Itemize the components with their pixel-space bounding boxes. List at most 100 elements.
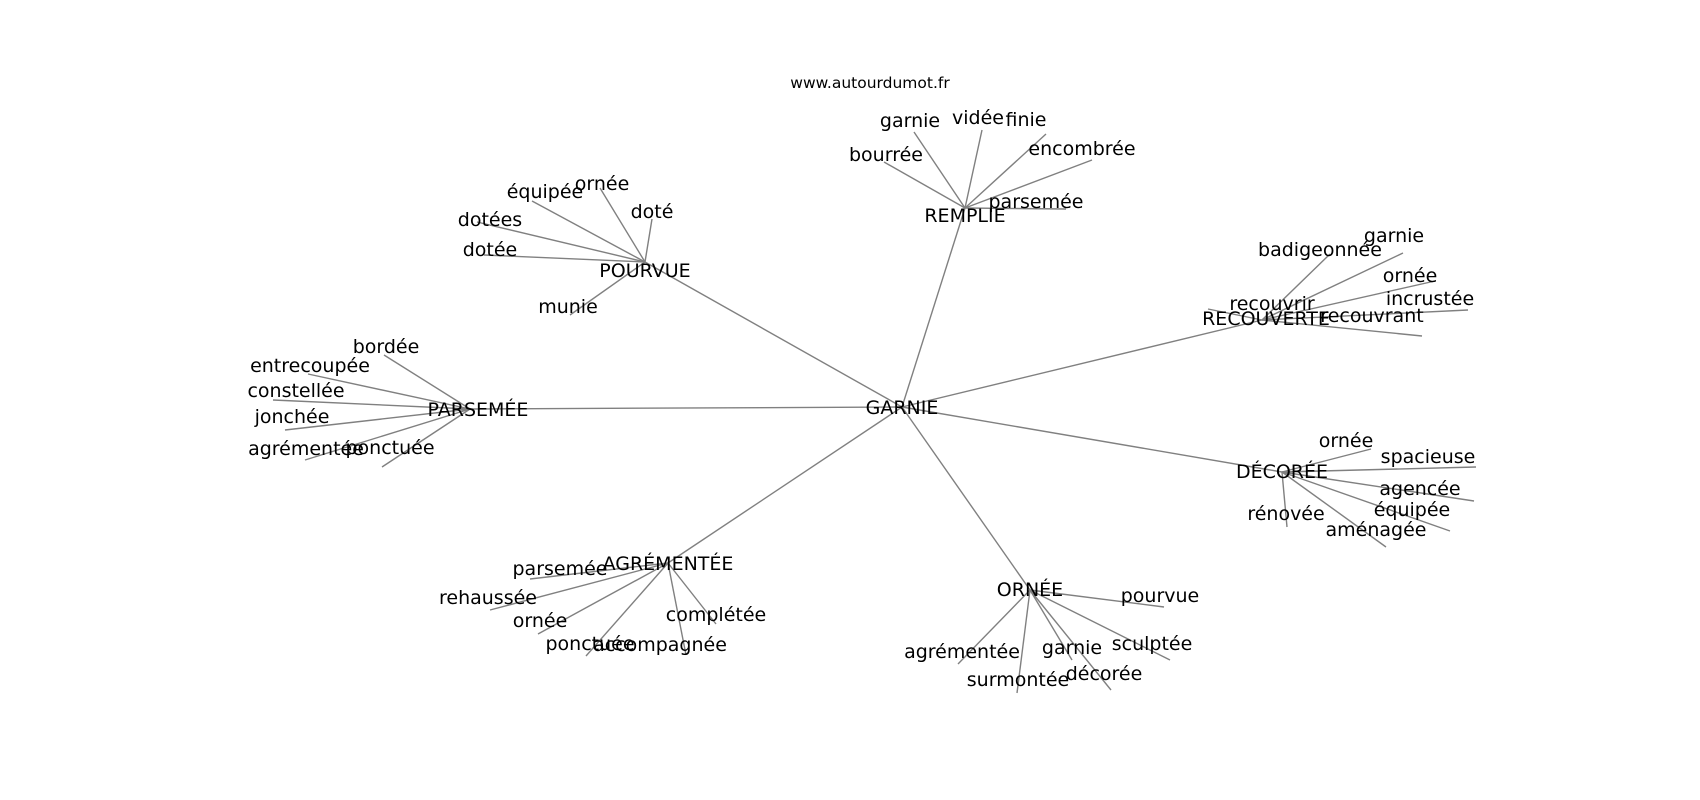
- edge-recouverte-ornee: [1261, 280, 1436, 321]
- leaf-node-pourvue-dote: doté: [631, 201, 674, 223]
- edge-ornee-surmontee: [1016, 589, 1031, 694]
- edge-ornee-pourvue: [1029, 589, 1165, 608]
- edge-decoree: [901, 406, 1283, 473]
- cluster-node-recouverte: RECOUVERTE: [1202, 308, 1330, 330]
- leaf-node-recouverte-garnie: garnie: [1364, 225, 1424, 247]
- leaf-node-remplie-finie: finie: [1006, 109, 1047, 131]
- leaf-node-agrementee-ponctuee: ponctuée: [545, 633, 634, 655]
- cluster-node-ornee: ORNÉE: [997, 578, 1063, 601]
- leaf-node-ornee-sculptee: sculptée: [1112, 633, 1193, 655]
- cluster-node-decoree: DÉCORÉE: [1236, 460, 1328, 483]
- leaf-node-ornee-agrementee: agrémentée: [904, 641, 1020, 663]
- leaf-node-remplie-garnie: garnie: [880, 110, 940, 132]
- edge-parsemee-agrementee: [304, 408, 471, 461]
- edge-pourvue-dotee: [483, 254, 646, 263]
- edge-ornee-sculptee: [1029, 589, 1171, 661]
- edge-recouverte-incrustee: [1261, 309, 1469, 321]
- edge-decoree-equipee: [1281, 471, 1451, 532]
- leaf-node-parsemee-jonchee: jonchée: [254, 406, 330, 428]
- edge-remplie: [901, 207, 966, 408]
- edge-recouverte-recouvrir: [1207, 308, 1263, 321]
- edge-remplie-bourree: [883, 161, 966, 209]
- edge-remplie-finie: [964, 133, 1047, 209]
- leaf-node-parsemee-constellee: constellée: [247, 380, 344, 402]
- leaf-node-agrementee-ornee: ornée: [513, 610, 568, 632]
- leaf-node-agrementee-completee: complétée: [666, 604, 766, 626]
- edge-recouverte-garnie: [1261, 252, 1404, 321]
- leaf-node-decoree-ornee: ornée: [1319, 430, 1374, 452]
- leaf-node-remplie-encombree: encombrée: [1028, 138, 1135, 160]
- leaf-node-recouverte-recouvrir: recouvrir: [1229, 293, 1315, 315]
- leaf-node-parsemee-agrementee: agrémentée: [248, 438, 364, 460]
- leaf-node-decoree-agencee: agencée: [1379, 478, 1460, 500]
- edge-agrementee-ornee: [537, 562, 669, 635]
- leaf-node-remplie-parsemee: parsemée: [989, 191, 1084, 213]
- edge-decoree-renovee: [1281, 471, 1288, 528]
- edge-agrementee-accompagnee: [667, 562, 687, 656]
- leaf-node-pourvue-dotee: dotée: [463, 239, 518, 261]
- edge-recouverte-recouvrant: [1261, 319, 1423, 337]
- edge-parsemee-jonchee: [284, 408, 471, 431]
- edge-pourvue-ornee: [599, 187, 646, 263]
- cluster-node-pourvue: POURVUE: [599, 260, 690, 282]
- edge-ornee-decoree: [1029, 589, 1112, 691]
- edge-agrementee: [667, 406, 903, 564]
- edge-decoree-amenagee: [1281, 471, 1387, 548]
- edge-pourvue-equipee: [531, 200, 646, 263]
- edge-parsemee-entrecoupee: [307, 373, 471, 410]
- leaf-node-ornee-pourvue: pourvue: [1121, 585, 1200, 607]
- edge-pourvue-dote: [644, 218, 653, 263]
- graph-edges: [272, 129, 1477, 694]
- edge-remplie-garnie: [913, 131, 966, 209]
- edge-recouverte: [901, 319, 1263, 408]
- edge-remplie-parsemee: [964, 207, 1067, 210]
- leaf-node-decoree-renovee: rénovée: [1247, 503, 1324, 525]
- edge-decoree-agencee: [1281, 471, 1475, 502]
- edge-agrementee-parsemee: [529, 562, 669, 580]
- edge-agrementee-rehaussee: [489, 562, 669, 611]
- leaf-node-agrementee-rehaussee: rehaussée: [439, 587, 537, 609]
- edge-pourvue-dotees: [476, 221, 646, 263]
- edge-parsemee-bordee: [383, 354, 471, 410]
- leaf-node-parsemee-bordee: bordée: [353, 336, 420, 358]
- leaf-node-parsemee-entrecoupee: entrecoupée: [250, 355, 370, 377]
- edge-ornee-agrementee: [957, 589, 1031, 665]
- edge-pourvue: [644, 261, 903, 408]
- cluster-node-agrementee: AGRÉMENTÉE: [603, 552, 734, 575]
- leaf-node-parsemee-ponctuee: ponctuée: [345, 437, 434, 459]
- leaf-node-recouverte-recouvrant: recouvrant: [1320, 305, 1423, 327]
- leaf-node-ornee-surmontee: surmontée: [967, 669, 1069, 691]
- leaf-node-remplie-videe: vidée: [952, 107, 1004, 129]
- edge-decoree-ornee: [1281, 448, 1372, 473]
- edge-agrementee-ponctuee: [585, 562, 669, 657]
- leaf-node-pourvue-ornee: ornée: [575, 173, 630, 195]
- edge-remplie-videe: [964, 129, 983, 209]
- edge-parsemee-constellee: [272, 399, 471, 410]
- edge-ornee: [901, 406, 1031, 591]
- cluster-node-parsemee: PARSEMÉE: [428, 398, 529, 421]
- site-name: www.autourdumot.fr: [790, 74, 950, 92]
- edge-decoree-spacieuse: [1281, 466, 1477, 473]
- edge-pourvue-munie: [569, 261, 646, 316]
- edge-parsemee-ponctuee: [381, 408, 471, 468]
- leaf-node-agrementee-parsemee: parsemée: [513, 558, 608, 580]
- leaf-node-pourvue-munie: munie: [538, 296, 598, 318]
- edge-ornee-garnie: [1029, 589, 1073, 661]
- leaf-node-decoree-equipee: équipée: [1374, 499, 1451, 521]
- leaf-node-ornee-decoree: décorée: [1066, 663, 1143, 685]
- center-node: GARNIE: [866, 397, 939, 419]
- leaf-node-decoree-spacieuse: spacieuse: [1381, 446, 1476, 468]
- edge-recouverte-badigeonnee: [1261, 253, 1331, 321]
- edge-remplie-encombree: [964, 159, 1093, 209]
- edge-agrementee-completee: [667, 562, 717, 625]
- leaf-node-recouverte-incrustee: incrustée: [1386, 288, 1474, 310]
- cluster-node-remplie: REMPLIE: [924, 205, 1005, 227]
- leaf-node-agrementee-accompagnee: accompagnée: [593, 634, 727, 656]
- leaf-node-ornee-garnie: garnie: [1042, 637, 1102, 659]
- leaf-node-recouverte-badigeonnee: badigeonnée: [1258, 239, 1382, 261]
- leaf-node-decoree-amenagee: aménagée: [1326, 519, 1427, 541]
- leaf-node-pourvue-equipee: équipée: [507, 181, 584, 203]
- edge-parsemee: [469, 406, 903, 410]
